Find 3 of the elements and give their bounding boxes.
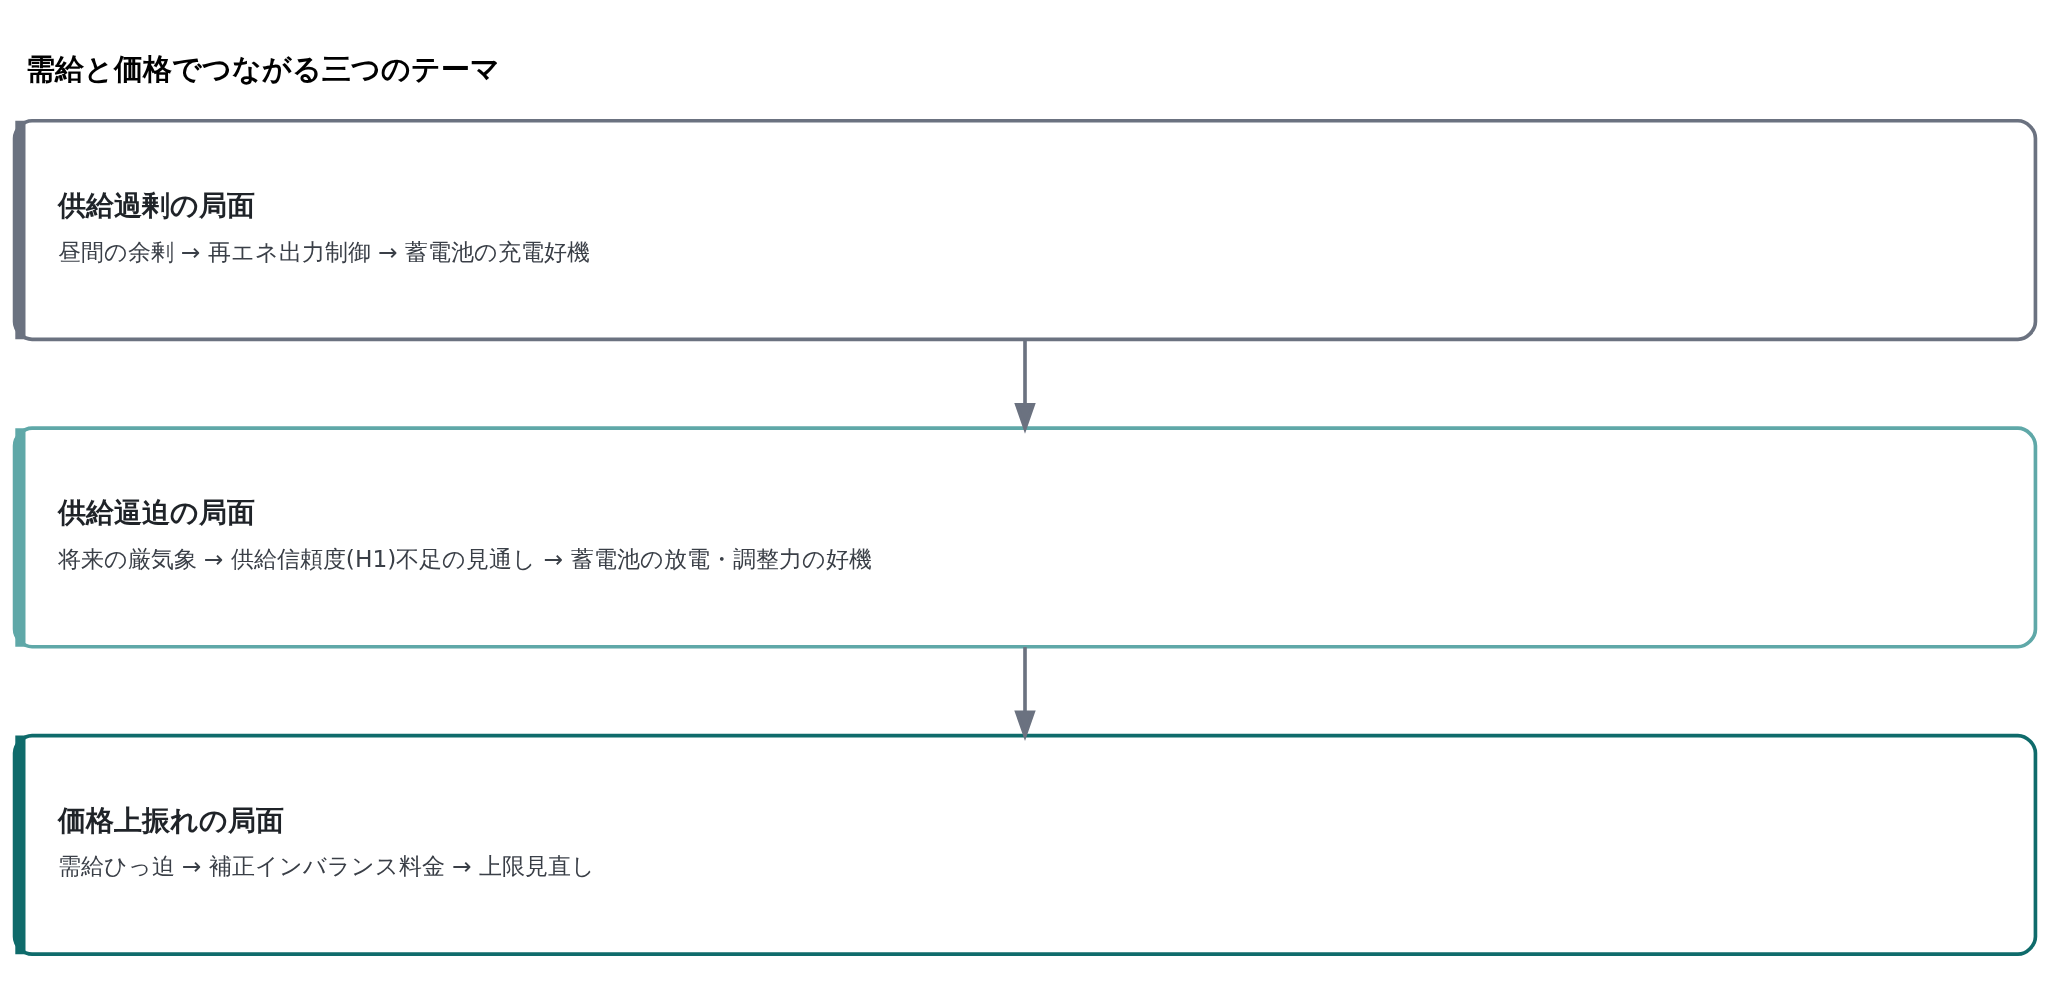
arrow	[1014, 647, 1036, 742]
arrow	[1014, 339, 1036, 434]
diagram-title: 需給と価格でつながる三つのテーマ	[26, 51, 501, 86]
